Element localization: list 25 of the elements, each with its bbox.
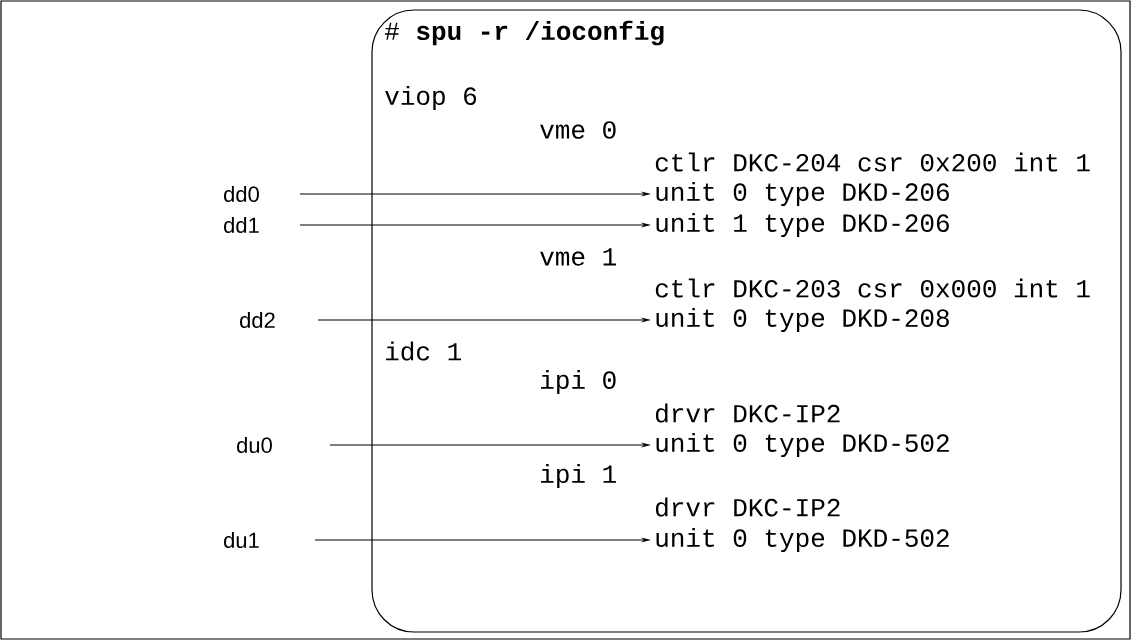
code-line: ctlr DKC-204 csr 0x200 int 1 [655, 152, 1090, 172]
device-name: dd1 [224, 216, 259, 234]
device-name: du0 [237, 436, 272, 454]
code-line: viop 6 [385, 85, 477, 111]
code-line: unit 0 type DKD-502 [656, 527, 949, 553]
device-name: dd0 [224, 185, 259, 203]
arrow [299, 192, 650, 196]
code-line: drvr DKC-IP2 [655, 403, 840, 423]
code-line: unit 0 type DKD-206 [656, 181, 949, 207]
code-line: drvr DKC-IP2 [655, 497, 840, 517]
arrow [317, 318, 650, 322]
code-line: unit 0 type DKD-208 [656, 307, 949, 333]
device-name: du1 [224, 531, 259, 549]
arrow [314, 538, 650, 542]
device-name: dd2 [240, 311, 275, 329]
code-line: ctlr DKC-203 csr 0x000 int 1 [655, 278, 1090, 298]
code-line: vme 0 [540, 121, 616, 139]
arrow [299, 223, 650, 227]
code-line: ipi 1 [541, 463, 616, 489]
code-line: ipi 0 [541, 369, 616, 395]
code-line: vme 1 [540, 248, 616, 266]
code-line: unit 0 type DKD-502 [656, 432, 949, 458]
arrow [329, 443, 650, 447]
code-line: unit 1 type DKD-206 [656, 212, 949, 238]
code-line: idc 1 [386, 341, 461, 361]
